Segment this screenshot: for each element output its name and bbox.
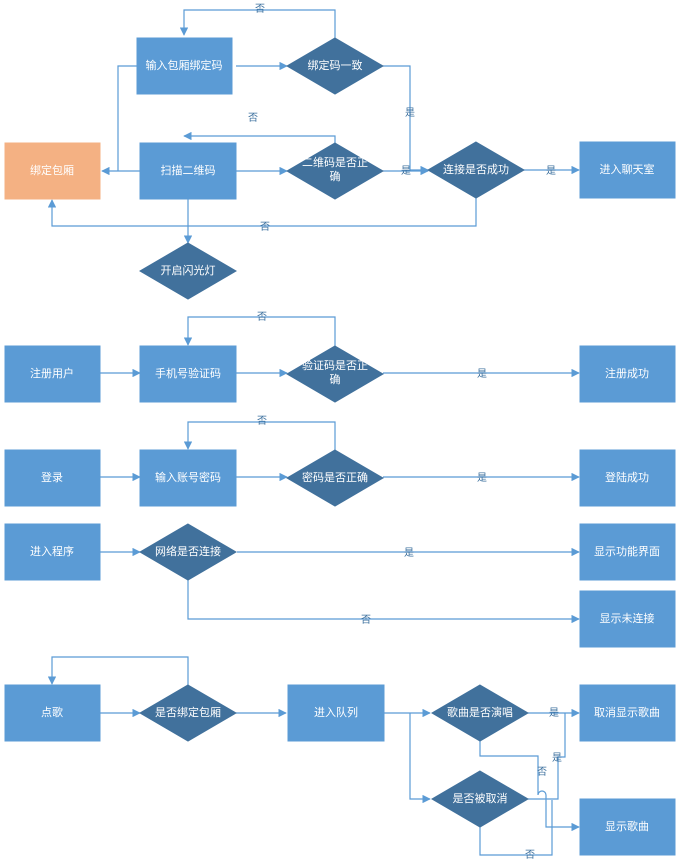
label-no: 否 [537,766,547,778]
node-input-account: 输入账号密码 [139,449,237,507]
node-login-ok: 登陆成功 [579,449,676,507]
edge-qr-no-loop [183,131,336,143]
edge-match-yes-to-connect [409,142,429,175]
node-verify-ok: 验证码是否正 确 [286,345,384,403]
label-yes: 是 [546,165,556,177]
svg-text:验证码是否正: 验证码是否正 [302,358,368,372]
node-is-bound: 是否绑定包厢 [139,684,237,742]
node-bind-box: 绑定包厢 [4,142,101,200]
svg-text:显示未连接: 显示未连接 [600,612,655,625]
svg-text:开启闪光灯: 开启闪光灯 [161,263,216,277]
svg-text:连接是否成功: 连接是否成功 [443,163,509,176]
svg-text:是否被取消: 是否被取消 [453,791,508,805]
node-enter-queue: 进入队列 [287,684,385,742]
svg-text:进入聊天室: 进入聊天室 [600,162,655,176]
node-cancel-show: 取消显示歌曲 [579,684,676,742]
edge-labels: 否 否 是 是 是 否 否 是 否 是 是 否 是 是 否 否 [248,3,562,861]
node-register-ok: 注册成功 [579,345,676,403]
edge-network-no [187,580,580,624]
node-enter-app: 进入程序 [4,523,101,581]
label-no: 否 [257,415,267,427]
node-show-ui: 显示功能界面 [579,523,676,581]
edge-queue-to-cancelled [409,713,431,804]
svg-text:绑定包厢: 绑定包厢 [30,163,74,177]
node-code-match: 绑定码一致 [286,37,384,95]
label-no: 否 [361,614,371,626]
node-phone-code: 手机号验证码 [139,345,237,403]
label-no: 否 [260,221,270,233]
label-yes: 是 [404,547,414,559]
label-no: 否 [525,849,535,861]
edge-input-to-bind [117,65,137,171]
edge-connect-no [47,198,477,227]
node-song-order: 点歌 [4,684,101,742]
node-is-playing: 歌曲是否演唱 [431,684,529,742]
label-yes: 是 [405,107,415,119]
edge-cancelled-no [479,800,553,856]
svg-text:取消显示歌曲: 取消显示歌曲 [594,705,660,719]
svg-text:点歌: 点歌 [41,705,63,719]
label-no: 否 [257,311,267,323]
svg-text:进入程序: 进入程序 [30,544,74,558]
label-yes: 是 [401,165,411,177]
node-pwd-ok: 密码是否正确 [286,449,384,507]
node-enter-chat: 进入聊天室 [579,141,676,199]
svg-text:显示歌曲: 显示歌曲 [605,819,649,833]
node-login: 登录 [4,449,101,507]
nodes: 绑定包厢 输入包厢绑定码 绑定码一致 扫描二维码 二维码是否正 确 连接是否成功… [4,37,676,856]
node-flash: 开启闪光灯 [139,242,237,300]
svg-text:进入队列: 进入队列 [314,705,358,719]
svg-text:歌曲是否演唱: 歌曲是否演唱 [447,705,513,719]
svg-text:输入账号密码: 输入账号密码 [155,470,221,484]
label-yes: 是 [477,472,487,484]
label-no: 否 [255,3,265,15]
label-yes: 是 [477,368,487,380]
svg-text:注册成功: 注册成功 [605,366,649,380]
svg-text:显示功能界面: 显示功能界面 [594,544,660,558]
label-yes: 是 [552,752,562,764]
edge-bound-no-loop [47,656,189,686]
svg-text:确: 确 [330,373,341,386]
svg-text:密码是否正确: 密码是否正确 [302,470,368,484]
edge-verify-no-loop [183,316,336,346]
edge-cancelled-yes [528,713,566,800]
node-network-ok: 网络是否连接 [139,523,237,581]
svg-text:注册用户: 注册用户 [30,366,74,380]
label-yes: 是 [549,707,559,719]
node-connect-ok: 连接是否成功 [427,141,525,199]
edge-match-no-loop [179,9,336,38]
node-register: 注册用户 [4,345,101,403]
svg-text:手机号验证码: 手机号验证码 [155,366,221,380]
svg-text:登陆成功: 登陆成功 [605,470,649,484]
node-qr-ok: 二维码是否正 确 [286,142,384,200]
svg-text:输入包厢绑定码: 输入包厢绑定码 [146,58,223,72]
connectors [47,9,580,856]
node-show-disconnected: 显示未连接 [579,590,676,648]
svg-text:是否绑定包厢: 是否绑定包厢 [155,705,221,719]
label-no: 否 [248,112,258,124]
svg-text:确: 确 [330,170,341,183]
svg-text:绑定码一致: 绑定码一致 [308,58,363,72]
node-is-cancelled: 是否被取消 [431,770,529,828]
edge-playing-no [479,741,580,832]
svg-text:二维码是否正: 二维码是否正 [302,156,368,169]
edge-pwd-no-loop [183,421,336,450]
node-scan-qr: 扫描二维码 [139,142,237,200]
svg-text:扫描二维码: 扫描二维码 [161,163,216,177]
edge-match-yes-down [383,65,411,142]
node-show-song: 显示歌曲 [579,798,676,856]
svg-text:登录: 登录 [41,470,63,484]
svg-text:网络是否连接: 网络是否连接 [155,544,221,558]
node-input-code: 输入包厢绑定码 [136,37,233,95]
